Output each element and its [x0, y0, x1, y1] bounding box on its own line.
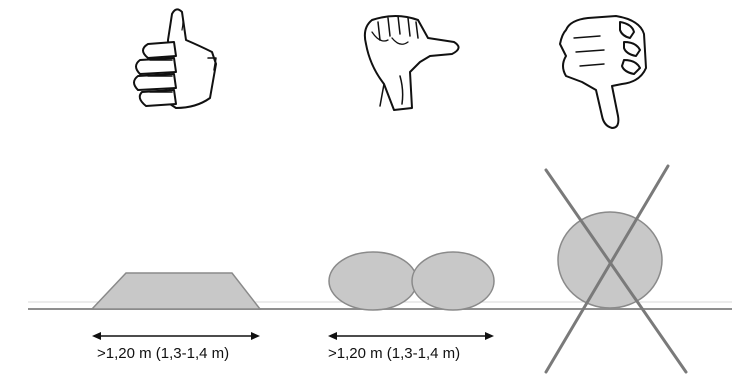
- measurement-label-middle: >1,20 m (1,3-1,4 m): [328, 345, 460, 362]
- thumb-sideways-icon: [365, 16, 459, 110]
- thumbs-up-icon: [134, 9, 216, 108]
- ellipse-bale-left: [329, 252, 417, 310]
- ellipse-bale-right: [412, 252, 494, 310]
- dimension-arrow-middle: [328, 332, 494, 340]
- thumbs-down-icon: [560, 16, 646, 128]
- trapezoid-pile: [92, 273, 260, 309]
- measurement-label-left: >1,20 m (1,3-1,4 m): [97, 345, 229, 362]
- dimension-arrow-left: [92, 332, 260, 340]
